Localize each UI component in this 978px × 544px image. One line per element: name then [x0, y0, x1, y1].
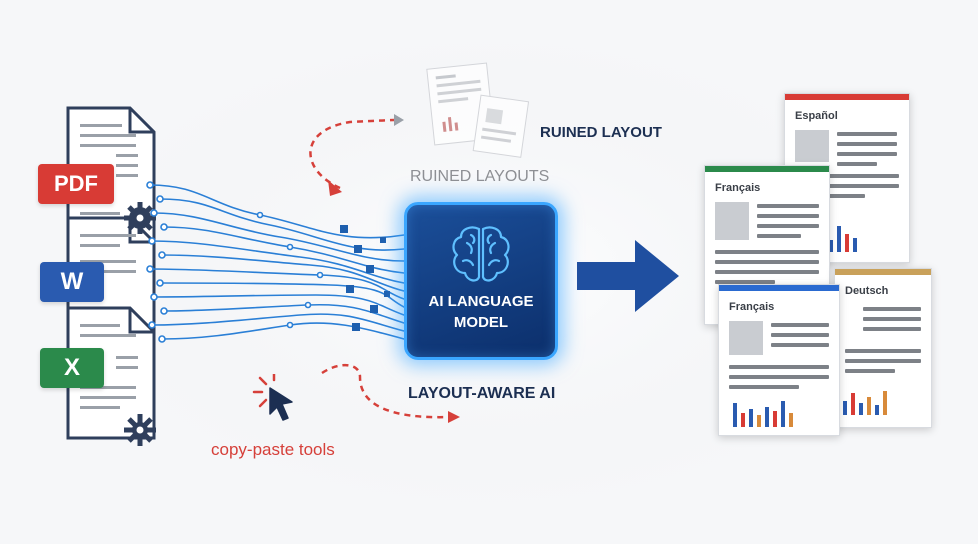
doc-accent-bar — [785, 94, 909, 100]
ruined-layout-label: RUINED LAYOUT — [540, 124, 662, 141]
circuit-traces — [146, 181, 405, 343]
doc-image — [715, 202, 749, 240]
doc-mini-chart — [733, 401, 793, 427]
copy-paste-tools-label: copy-paste tools — [211, 440, 335, 459]
doc-language-label: Deutsch — [845, 285, 889, 297]
output-doc-french-2: Français — [718, 284, 840, 436]
ruined-layouts-thumbnail — [426, 62, 530, 158]
doc-accent-bar — [705, 166, 829, 172]
doc-image — [729, 321, 763, 355]
doc-image — [795, 130, 829, 162]
doc-mini-chart — [843, 391, 887, 415]
ai-title-line-2: MODEL — [453, 314, 509, 331]
brain-icon — [452, 226, 510, 282]
gear-icon — [124, 414, 156, 446]
pdf-file-badge: PDF — [38, 164, 114, 204]
ruined-layouts-label: RUINED LAYOUTS — [410, 168, 550, 185]
cursor-click-icon — [252, 374, 293, 421]
layout-aware-ai-label: LAYOUT-AWARE AI — [408, 385, 556, 402]
doc-accent-bar — [719, 285, 839, 291]
source-documents — [66, 106, 156, 446]
excel-file-badge: X — [40, 348, 104, 388]
doc-language-label: Français — [729, 301, 775, 313]
dashed-arrow-up — [309, 114, 404, 196]
output-doc-german: Deutsch — [834, 268, 932, 428]
doc-language-label: Français — [715, 182, 761, 194]
word-file-badge: W — [40, 262, 104, 302]
output-arrow — [577, 240, 679, 312]
gear-icon — [124, 202, 156, 234]
dashed-arrow-down — [321, 364, 460, 423]
doc-mini-chart — [829, 226, 857, 252]
ai-title-line-1: AI LANGUAGE — [428, 293, 534, 310]
ai-box-title: AI LANGUAGE MODEL — [407, 291, 555, 333]
doc-accent-bar — [835, 269, 931, 275]
doc-language-label: Español — [795, 110, 838, 122]
source-doc-3 — [66, 306, 156, 440]
ai-language-model-box: AI LANGUAGE MODEL — [404, 202, 558, 360]
